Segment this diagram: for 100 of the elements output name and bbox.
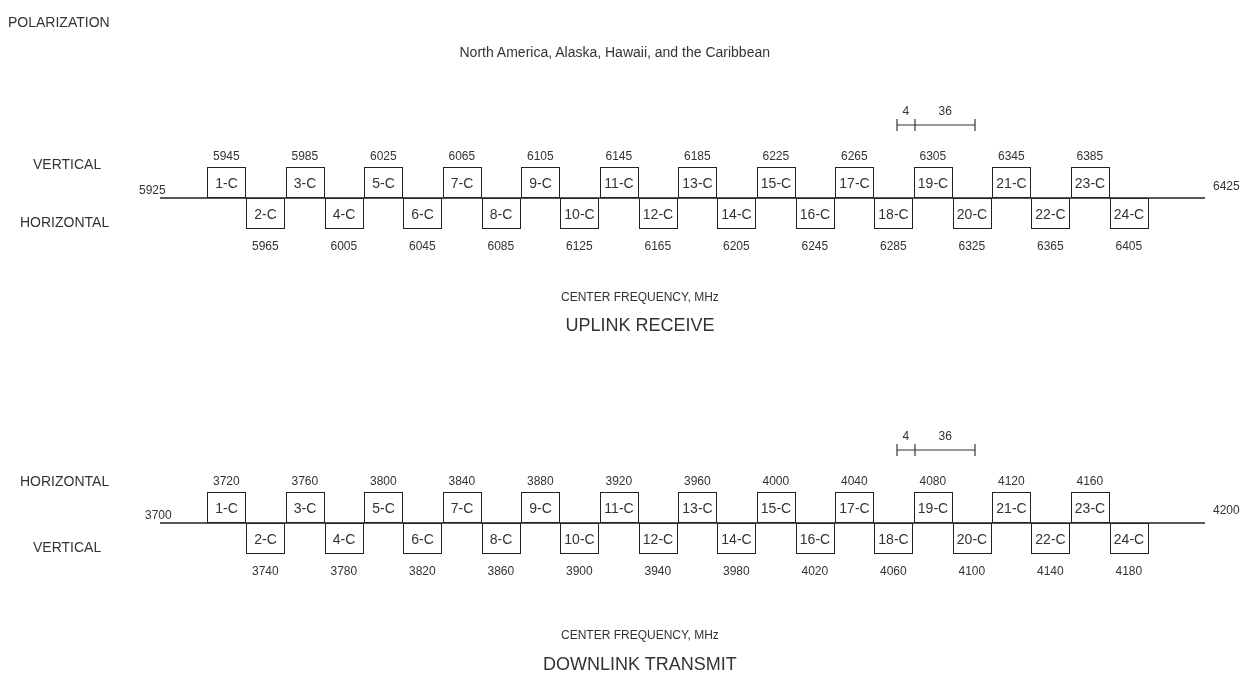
- polarization-label: HORIZONTAL: [20, 473, 110, 489]
- channel-box: 6-C: [403, 523, 442, 554]
- frequency-label: 6305: [919, 149, 947, 163]
- frequency-label: 3780: [330, 564, 358, 578]
- frequency-label: 5945: [213, 149, 240, 163]
- frequency-label: 6245: [801, 239, 829, 253]
- bandwidth-label: 4: [902, 429, 910, 443]
- frequency-label: 4160: [1076, 474, 1104, 488]
- frequency-label: 6165: [644, 239, 672, 253]
- frequency-label: 4140: [1037, 564, 1064, 578]
- frequency-label: 4180: [1115, 564, 1143, 578]
- frequency-label: 6085: [487, 239, 515, 253]
- channel-box: 11-C: [599, 167, 639, 198]
- channel-box: 9-C: [521, 492, 560, 523]
- frequency-label: 3820: [409, 564, 436, 578]
- channel-box: 12-C: [638, 523, 678, 554]
- channel-box: 2-C: [246, 198, 285, 229]
- channel-box: 17-C: [835, 167, 874, 198]
- channel-box: 14-C: [717, 198, 756, 229]
- polarization-label: VERTICAL: [33, 156, 102, 172]
- frequency-label: 3960: [684, 474, 711, 488]
- subtitle: North America, Alaska, Hawaii, and the Caribbean: [459, 44, 770, 60]
- frequency-label: 6065: [448, 149, 476, 163]
- channel-box: 24-C: [1109, 523, 1149, 554]
- frequency-label: 3900: [566, 564, 593, 578]
- channel-box: 15-C: [756, 492, 796, 523]
- frequency-label: 6125: [566, 239, 593, 253]
- channel-box: 24-C: [1109, 198, 1149, 229]
- frequency-label: 6145: [605, 149, 633, 163]
- channel-box: 5-C: [364, 492, 403, 523]
- polarization-label: VERTICAL: [33, 539, 102, 555]
- axis-title: POLARIZATION: [8, 14, 110, 30]
- frequency-label: 6105: [527, 149, 554, 163]
- frequency-label: 3940: [644, 564, 672, 578]
- frequency-label: 6045: [409, 239, 436, 253]
- frequency-label: 3980: [723, 564, 750, 578]
- band-title: DOWNLINK TRANSMIT: [543, 654, 737, 674]
- frequency-label: 5985: [291, 149, 319, 163]
- frequency-label: 6345: [998, 149, 1025, 163]
- frequency-label: 6285: [880, 239, 907, 253]
- frequency-label: 4060: [880, 564, 907, 578]
- channel-box: 6-C: [403, 198, 442, 229]
- frequency-label: 6185: [684, 149, 711, 163]
- channel-box: 1-C: [207, 167, 246, 198]
- axis-title: CENTER FREQUENCY, MHz: [561, 290, 719, 304]
- frequency-label: 4020: [801, 564, 829, 578]
- channel-box: 3-C: [285, 492, 325, 523]
- channel-box: 4-C: [324, 523, 364, 554]
- channel-box: 20-C: [952, 198, 992, 229]
- band-edge-frequency: 4200: [1213, 503, 1240, 517]
- frequency-label: 3800: [370, 474, 397, 488]
- channel-box: 20-C: [952, 523, 992, 554]
- polarization-label: HORIZONTAL: [20, 214, 110, 230]
- channel-box: 9-C: [521, 167, 560, 198]
- channel-box: 5-C: [364, 167, 403, 198]
- frequency-label: 3760: [291, 474, 319, 488]
- frequency-label: 4000: [762, 474, 790, 488]
- band-edge-frequency: 6425: [1213, 179, 1240, 193]
- channel-box: 13-C: [678, 492, 717, 523]
- frequency-label: 4080: [919, 474, 947, 488]
- channel-box: 4-C: [324, 198, 364, 229]
- frequency-label: 6365: [1037, 239, 1064, 253]
- channel-box: 16-C: [795, 523, 835, 554]
- channel-box: 1-C: [207, 492, 246, 523]
- frequency-label: 5965: [252, 239, 279, 253]
- frequency-label: 3840: [448, 474, 476, 488]
- bandwidth-label: 36: [938, 429, 952, 443]
- frequency-label: 6385: [1076, 149, 1104, 163]
- band-edge-frequency: 3700: [145, 508, 172, 522]
- frequency-label: 6005: [330, 239, 358, 253]
- channel-box: 8-C: [481, 198, 521, 229]
- axis-title: CENTER FREQUENCY, MHz: [561, 628, 719, 642]
- frequency-label: 6225: [762, 149, 790, 163]
- channel-box: 21-C: [992, 167, 1031, 198]
- bandwidth-label: 4: [902, 104, 910, 118]
- channel-box: 16-C: [795, 198, 835, 229]
- frequency-label: 6405: [1115, 239, 1143, 253]
- channel-box: 23-C: [1070, 492, 1110, 523]
- channel-box: 17-C: [835, 492, 874, 523]
- channel-box: 2-C: [246, 523, 285, 554]
- channel-box: 18-C: [874, 523, 913, 554]
- frequency-label: 6205: [723, 239, 750, 253]
- channel-box: 22-C: [1031, 523, 1070, 554]
- frequency-label: 6025: [370, 149, 397, 163]
- frequency-label: 3740: [252, 564, 279, 578]
- channel-box: 15-C: [756, 167, 796, 198]
- channel-box: 14-C: [717, 523, 756, 554]
- channel-box: 11-C: [599, 492, 639, 523]
- channel-box: 21-C: [992, 492, 1031, 523]
- channel-box: 13-C: [678, 167, 717, 198]
- channel-box: 12-C: [638, 198, 678, 229]
- channel-box: 23-C: [1070, 167, 1110, 198]
- frequency-label: 4100: [958, 564, 986, 578]
- frequency-label: 4040: [841, 474, 868, 488]
- channel-box: 8-C: [481, 523, 521, 554]
- channel-box: 7-C: [442, 492, 482, 523]
- channel-box: 22-C: [1031, 198, 1070, 229]
- channel-box: 10-C: [560, 198, 599, 229]
- channel-box: 10-C: [560, 523, 599, 554]
- band-title: UPLINK RECEIVE: [565, 315, 715, 335]
